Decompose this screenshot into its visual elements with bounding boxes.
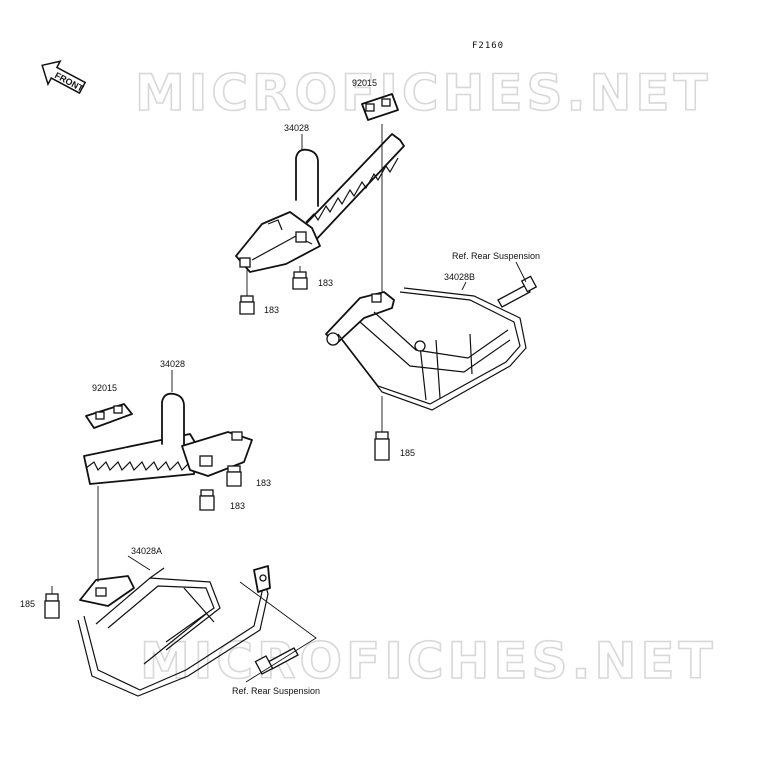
bolt-183-upper-b	[239, 270, 255, 315]
callout-top-clip: 92015	[352, 78, 377, 88]
callout-left-clip: 92015	[92, 383, 117, 393]
front-arrow-icon: FRONT	[41, 60, 87, 95]
watermark-bottom: MICROFICHES.NET	[140, 632, 717, 690]
callout-left-frame: 34028A	[131, 546, 162, 556]
callout-left-bolt-a: 183	[256, 478, 271, 488]
callout-top-bolt-b: 183	[264, 305, 279, 315]
callout-top-bolt-a: 183	[318, 278, 333, 288]
leader-left-ref	[239, 581, 317, 683]
callout-right-frame: 34028B	[444, 272, 475, 282]
bolt-183-lower-a	[226, 465, 242, 487]
callout-right-ref: Ref. Rear Suspension	[452, 251, 540, 261]
bolt-185-right	[374, 431, 390, 461]
callout-left-ref: Ref. Rear Suspension	[232, 686, 320, 696]
bolt-185-left	[44, 593, 60, 619]
leader-right-ref	[515, 261, 527, 283]
bolt-183-upper-a	[292, 266, 308, 290]
step-upper	[235, 93, 405, 273]
figure-code: F2160	[472, 41, 504, 51]
leader-left-frame	[127, 555, 151, 571]
watermark-top: MICROFICHES.NET	[135, 64, 712, 122]
leader-right-frame	[461, 281, 467, 291]
callout-top-step: 34028	[284, 123, 309, 133]
callout-left-bolt: 185	[20, 599, 35, 609]
step-lower	[83, 392, 253, 485]
callout-left-step: 34028	[160, 359, 185, 369]
callout-right-bolt: 185	[400, 448, 415, 458]
frame-right	[325, 275, 538, 411]
callout-left-bolt-b: 183	[230, 501, 245, 511]
bolt-183-lower-b	[199, 489, 215, 511]
